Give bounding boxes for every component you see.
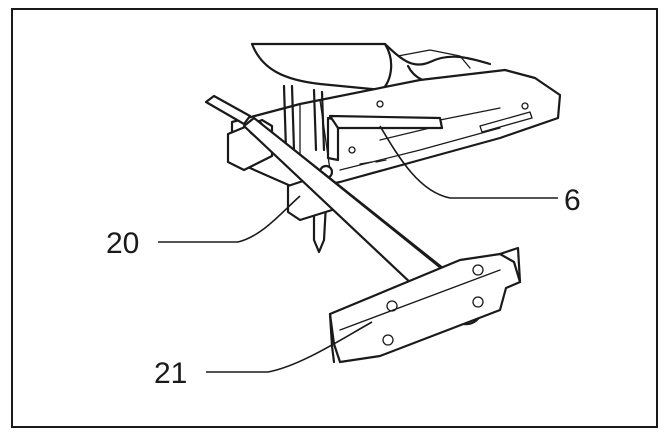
callout-20: 20 [106,195,301,260]
callout-line-21 [206,321,373,373]
hex-wrench [326,114,444,162]
callout-label-6: 6 [564,184,581,217]
blade-holder [282,84,326,152]
callout-label-21: 21 [154,357,187,390]
fence-bar-end [204,94,252,126]
callout-21: 21 [154,321,373,390]
callout-label-20: 20 [106,227,139,260]
callout-line-6 [379,125,558,199]
callout-line-20 [158,195,301,243]
guide-plate [328,246,522,364]
callout-6: 6 [379,125,581,217]
